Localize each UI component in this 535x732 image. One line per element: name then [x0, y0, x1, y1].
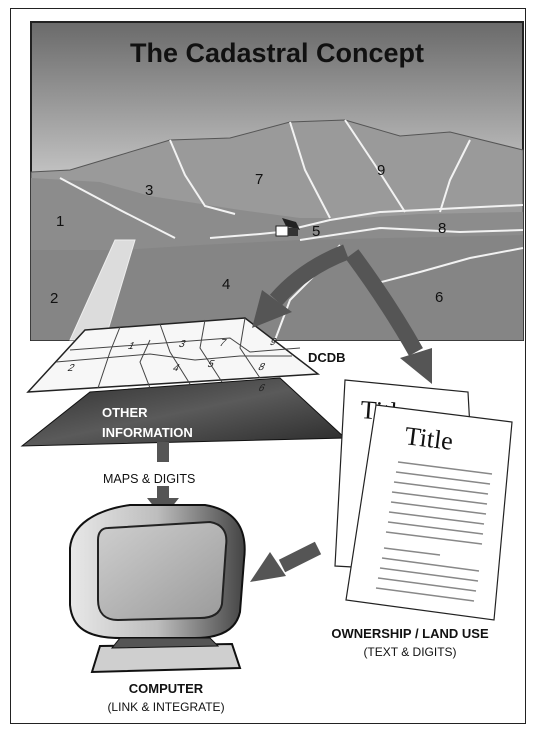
parcel-6: 6: [435, 289, 443, 306]
computer-sublabel: (LINK & INTEGRATE): [107, 700, 224, 714]
ownership-sublabel: (TEXT & DIGITS): [363, 645, 456, 659]
arrow-docs-to-computer: [250, 548, 318, 582]
parcel-8: 8: [438, 220, 446, 237]
svg-text:Title: Title: [403, 421, 454, 456]
parcel-2: 2: [50, 290, 58, 307]
parcel-1: 1: [56, 213, 64, 230]
dcdb-label: DCDB: [308, 350, 346, 365]
other-label-line1: OTHER: [102, 405, 148, 420]
maps-digits-label: MAPS & DIGITS: [103, 472, 195, 486]
parcel-9: 9: [377, 162, 385, 179]
other-label-line2: INFORMATION: [102, 425, 193, 440]
ownership-label: OWNERSHIP / LAND USE: [331, 626, 489, 641]
parcel-3: 3: [145, 182, 153, 199]
parcel-4: 4: [222, 276, 230, 293]
diagram-title: The Cadastral Concept: [130, 38, 424, 68]
parcel-7: 7: [255, 171, 263, 188]
parcel-5: 5: [312, 223, 320, 240]
computer-label: COMPUTER: [129, 681, 204, 696]
computer-icon: [70, 505, 245, 672]
title-document-front: Title: [346, 405, 512, 620]
